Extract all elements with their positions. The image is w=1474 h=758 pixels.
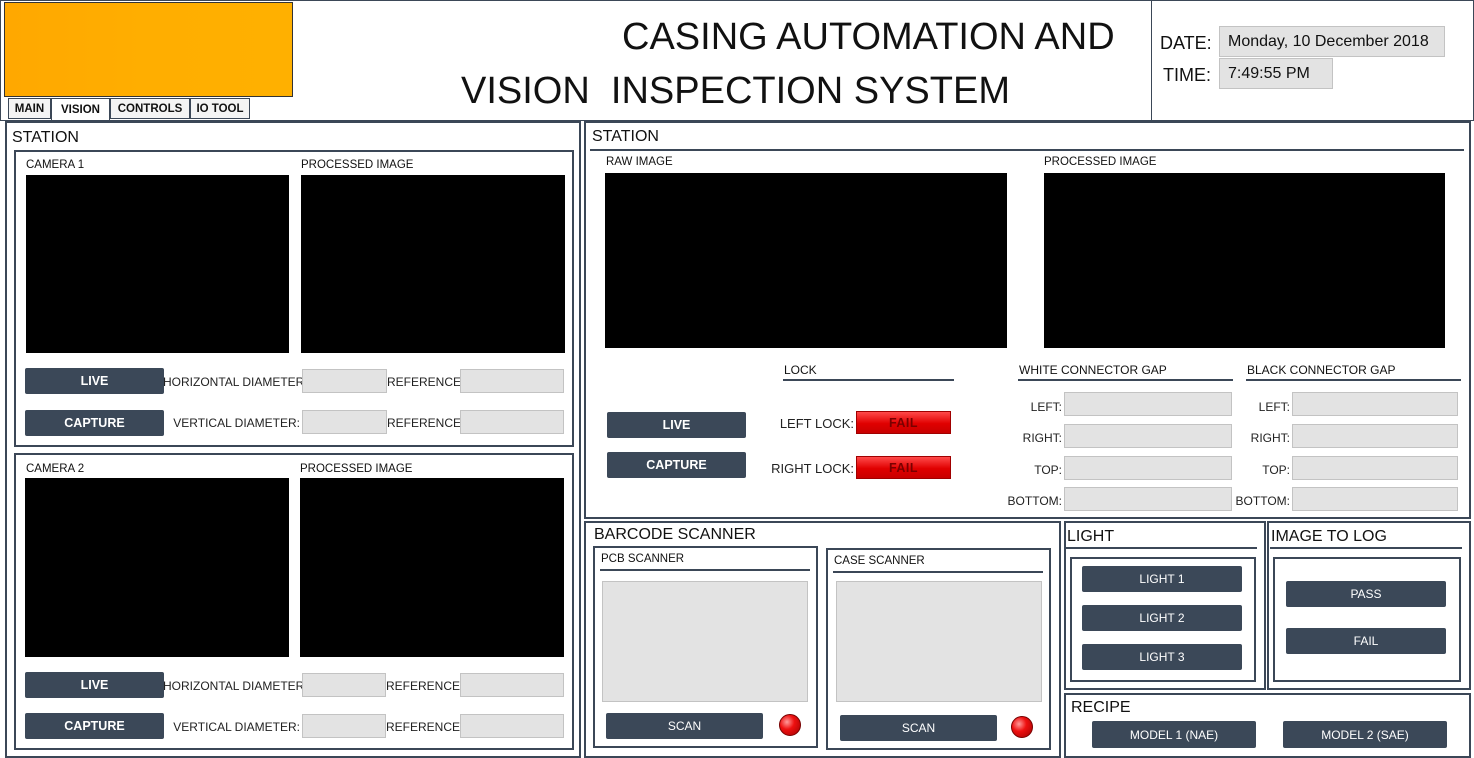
white-gap-bottom-field[interactable] <box>1064 487 1232 511</box>
camera-1-href-label: REFERENCE: <box>387 375 465 389</box>
right-station-title: STATION <box>592 128 659 145</box>
camera-2-image <box>25 478 289 657</box>
light-title: LIGHT <box>1067 528 1115 545</box>
pcb-scan-button[interactable]: SCAN <box>606 713 763 739</box>
date-field: Monday, 10 December 2018 <box>1219 26 1445 57</box>
camera-2-processed-image <box>300 478 564 657</box>
model-2-button[interactable]: MODEL 2 (SAE) <box>1283 721 1447 748</box>
camera-2-href-label: REFERENCE: <box>386 679 464 693</box>
log-pass-button[interactable]: PASS <box>1286 581 1446 607</box>
station-live-button[interactable]: LIVE <box>607 412 746 438</box>
page-title-line-1: CASING AUTOMATION AND <box>622 16 1115 58</box>
camera-2-vdiam-label: VERTICAL DIAMETER: <box>173 720 300 734</box>
pcb-scanner-underline <box>600 569 810 571</box>
case-status-led <box>1011 716 1033 738</box>
camera-1-processed-label: PROCESSED IMAGE <box>301 159 414 171</box>
right-station-title-underline <box>590 149 1464 151</box>
black-gap-right-field[interactable] <box>1292 424 1458 448</box>
time-label: TIME: <box>1163 65 1211 85</box>
white-gap-right-label: RIGHT: <box>1022 431 1062 445</box>
camera-2-live-button[interactable]: LIVE <box>25 672 164 698</box>
case-scanner-underline <box>833 571 1043 573</box>
page-title-line-2: VISION INSPECTION SYSTEM <box>461 70 1010 112</box>
camera-1-vref-label: REFERENCE: <box>387 416 465 430</box>
camera-2-vdiam-field[interactable] <box>302 714 386 738</box>
black-gap-left-label: LEFT: <box>1258 400 1290 414</box>
lock-title: LOCK <box>784 363 817 377</box>
model-1-button[interactable]: MODEL 1 (NAE) <box>1092 721 1256 748</box>
case-scan-button[interactable]: SCAN <box>840 715 997 741</box>
recipe-title: RECIPE <box>1071 699 1131 716</box>
white-gap-top-label: TOP: <box>1034 463 1062 477</box>
camera-1-hdiam-label: HORIZONTAL DIAMETER: <box>163 375 308 389</box>
case-scanner-output <box>836 581 1042 702</box>
camera-2-hdiam-field[interactable] <box>302 673 386 697</box>
white-gap-top-field[interactable] <box>1064 456 1232 480</box>
white-gap-underline <box>1018 379 1233 381</box>
tab-main[interactable]: MAIN <box>8 98 51 119</box>
raw-image-label: RAW IMAGE <box>606 156 673 168</box>
black-gap-bottom-field[interactable] <box>1292 487 1458 511</box>
raw-image <box>605 173 1007 348</box>
black-gap-underline <box>1246 379 1461 381</box>
white-gap-left-field[interactable] <box>1064 392 1232 416</box>
camera-2-vref-field[interactable] <box>460 714 564 738</box>
black-gap-top-label: TOP: <box>1262 463 1290 477</box>
black-gap-top-field[interactable] <box>1292 456 1458 480</box>
pcb-scanner-output <box>602 581 808 702</box>
right-lock-label: RIGHT LOCK: <box>771 461 854 476</box>
white-gap-title: WHITE CONNECTOR GAP <box>1019 363 1167 377</box>
tab-io-tool[interactable]: IO TOOL <box>190 98 250 119</box>
light-3-button[interactable]: LIGHT 3 <box>1082 644 1242 670</box>
camera-2-hdiam-label: HORIZONTAL DIAMETER: <box>163 679 308 693</box>
station-processed-image-label: PROCESSED IMAGE <box>1044 156 1157 168</box>
camera-1-href-field[interactable] <box>460 369 564 393</box>
left-lock-label: LEFT LOCK: <box>779 416 854 431</box>
camera-1-vdiam-field[interactable] <box>302 410 387 434</box>
time-field: 7:49:55 PM <box>1219 58 1333 89</box>
station-capture-button[interactable]: CAPTURE <box>607 452 746 478</box>
camera-2-vref-label: REFERENCE: <box>386 720 464 734</box>
black-gap-right-label: RIGHT: <box>1250 431 1290 445</box>
right-lock-status: FAIL <box>856 456 951 479</box>
station-processed-image <box>1044 173 1445 348</box>
date-label: DATE: <box>1160 33 1212 53</box>
barcode-title: BARCODE SCANNER <box>594 526 756 543</box>
camera-2-label: CAMERA 2 <box>26 463 85 475</box>
left-station-title: STATION <box>12 129 79 146</box>
camera-1-image <box>26 175 289 353</box>
camera-1-label: CAMERA 1 <box>26 159 85 171</box>
camera-2-href-field[interactable] <box>460 673 564 697</box>
image-to-log-title: IMAGE TO LOG <box>1271 528 1387 545</box>
camera-2-capture-button[interactable]: CAPTURE <box>25 713 164 739</box>
pcb-status-led <box>779 714 801 736</box>
light-1-button[interactable]: LIGHT 1 <box>1082 566 1242 592</box>
camera-1-vref-field[interactable] <box>460 410 564 434</box>
company-logo <box>4 2 293 97</box>
white-gap-left-label: LEFT: <box>1030 400 1062 414</box>
tab-vision[interactable]: VISION <box>51 98 110 120</box>
camera-1-live-button[interactable]: LIVE <box>25 368 164 394</box>
camera-2-processed-label: PROCESSED IMAGE <box>300 463 413 475</box>
case-scanner-title: CASE SCANNER <box>834 555 925 567</box>
light-2-button[interactable]: LIGHT 2 <box>1082 605 1242 631</box>
light-title-underline <box>1066 547 1257 549</box>
white-gap-bottom-label: BOTTOM: <box>1007 494 1062 508</box>
image-to-log-underline <box>1270 547 1462 549</box>
camera-1-capture-button[interactable]: CAPTURE <box>25 410 164 436</box>
camera-1-processed-image <box>301 175 565 353</box>
black-gap-title: BLACK CONNECTOR GAP <box>1247 363 1396 377</box>
lock-underline <box>783 379 954 381</box>
black-gap-left-field[interactable] <box>1292 392 1458 416</box>
camera-1-vdiam-label: VERTICAL DIAMETER: <box>173 416 300 430</box>
log-fail-button[interactable]: FAIL <box>1286 628 1446 654</box>
datetime-panel <box>1151 0 1474 121</box>
white-gap-right-field[interactable] <box>1064 424 1232 448</box>
tab-controls[interactable]: CONTROLS <box>110 98 190 119</box>
image-to-log-inner-panel <box>1273 557 1461 682</box>
left-lock-status: FAIL <box>856 411 951 434</box>
pcb-scanner-title: PCB SCANNER <box>601 553 685 565</box>
camera-1-hdiam-field[interactable] <box>302 369 387 393</box>
black-gap-bottom-label: BOTTOM: <box>1235 494 1290 508</box>
